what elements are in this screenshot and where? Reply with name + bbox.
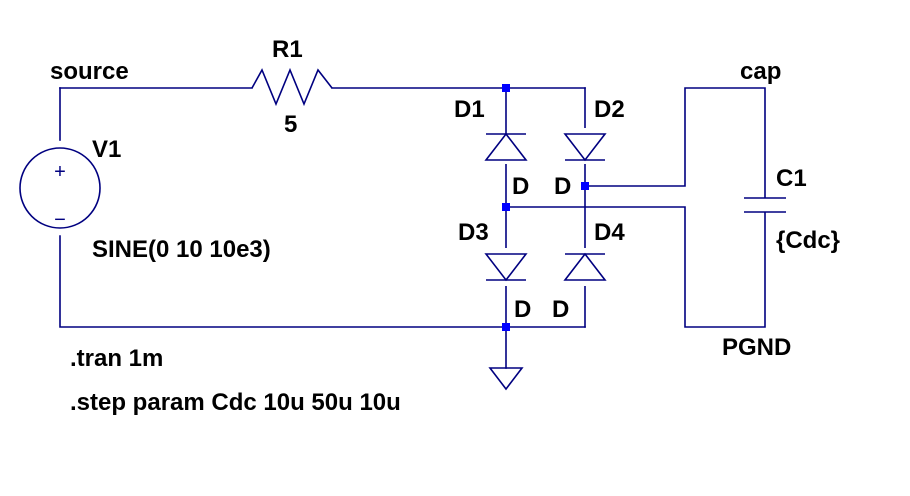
wire-to-pgnd-net[interactable] [505, 206, 766, 328]
d2-model-label[interactable]: D [554, 173, 571, 200]
diode-d1[interactable] [484, 128, 528, 164]
ground-symbol[interactable] [488, 367, 524, 391]
junction-bridge-bottom [502, 323, 510, 331]
v1-ref-label[interactable]: V1 [92, 136, 121, 163]
voltage-source-circle [19, 147, 101, 229]
wire-to-cap-net[interactable] [584, 87, 766, 199]
junction-bridge-top [502, 84, 510, 92]
c1-value-label[interactable]: {Cdc} [776, 227, 840, 254]
wire-v1-bottom[interactable] [59, 235, 586, 328]
diode-d1-triangle [484, 132, 528, 161]
diode-d4[interactable] [563, 248, 607, 286]
junction-bridge-mid [502, 203, 510, 211]
d3-ref-label[interactable]: D3 [458, 219, 489, 246]
net-label-cap[interactable]: cap [740, 58, 781, 85]
diode-d3-triangle [484, 253, 528, 282]
resistor-r1[interactable] [251, 67, 333, 107]
diode-d2-triangle [563, 133, 607, 162]
wires [59, 87, 766, 369]
ground-triangle [488, 367, 524, 391]
d4-ref-label[interactable]: D4 [594, 219, 625, 246]
d1-ref-label[interactable]: D1 [454, 96, 485, 123]
capacitor-gap [740, 198, 790, 212]
c1-ref-label[interactable]: C1 [776, 165, 807, 192]
d4-model-label[interactable]: D [552, 296, 569, 323]
r1-value-label[interactable]: 5 [284, 111, 297, 138]
r1-ref-label[interactable]: R1 [272, 36, 303, 63]
net-label-pgnd[interactable]: PGND [722, 334, 791, 361]
labels: source R1 5 V1 SINE(0 10 10e3) D1 D2 D D… [50, 36, 840, 416]
d3-model-label[interactable]: D [514, 296, 531, 323]
v1-minus-sign: − [54, 209, 66, 231]
diode-d3[interactable] [484, 248, 528, 286]
directive-tran[interactable]: .tran 1m [70, 345, 163, 372]
junction-bridge-right [581, 182, 589, 190]
diode-d2[interactable] [563, 128, 607, 164]
junctions [502, 84, 589, 331]
voltage-source-v1[interactable]: + − [19, 147, 101, 231]
resistor-zigzag [251, 67, 333, 107]
d2-ref-label[interactable]: D2 [594, 96, 625, 123]
diode-d4-triangle [563, 252, 607, 281]
net-label-source[interactable]: source [50, 58, 129, 85]
capacitor-c1[interactable] [740, 197, 790, 213]
v1-plus-sign: + [54, 161, 66, 183]
v1-value-label[interactable]: SINE(0 10 10e3) [92, 236, 271, 263]
directive-step[interactable]: .step param Cdc 10u 50u 10u [70, 389, 401, 416]
d1-model-label[interactable]: D [512, 173, 529, 200]
